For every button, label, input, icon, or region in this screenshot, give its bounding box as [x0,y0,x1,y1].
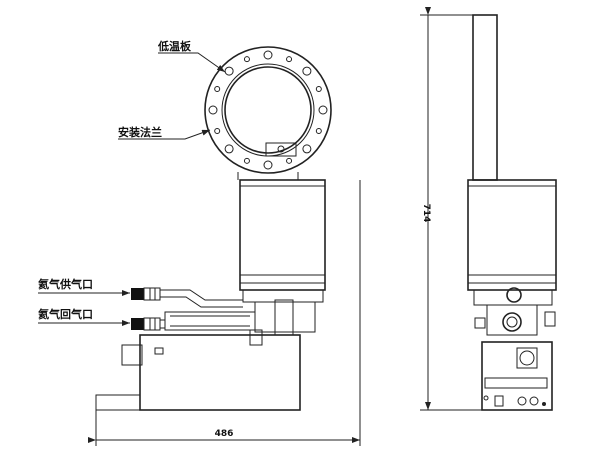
bolt-hole [224,66,234,76]
cryocooler-cylinder [239,179,326,291]
bolt-hole [214,85,221,92]
front-view [95,46,332,411]
return-connector [131,318,144,330]
side-view [467,14,557,411]
bolt-hole [302,144,312,154]
bolt-hole [263,160,273,170]
cold-plate-label: 低温板 [157,39,192,53]
supply-connector [131,288,144,300]
callout-helium-supply: 氦气供气口 [38,277,130,296]
callout-helium-return: 氦气回气口 [38,307,130,326]
bolt-hole [243,56,250,63]
mounting-flange-label: 安装法兰 [118,125,162,139]
bolt-hole [286,56,293,63]
bolt-hole [214,128,221,135]
control-box [95,334,301,411]
bolt-hole [263,50,273,60]
helium-supply-port-label: 氦气供气口 [38,277,93,291]
dimension-width: 486 [88,180,361,446]
bolt-hole [315,128,322,135]
dimension-height: 714 [420,7,482,411]
bolt-hole [318,105,328,115]
bolt-hole [302,66,312,76]
valve-mechanism [164,289,324,346]
bolt-hole [208,105,218,115]
width-dimension-label: 486 [215,429,234,439]
bolt-hole [315,85,322,92]
callout-cold-plate: 低温板 [157,39,226,73]
bolt-hole [224,144,234,154]
mounting-flange-graphic [204,46,332,180]
bolt-hole [243,157,250,164]
helium-return-port-label: 氦气回气口 [38,307,93,321]
height-dimension-label: 714 [421,204,431,223]
callout-mounting-flange: 安装法兰 [118,125,211,140]
hoses [131,287,243,331]
bolt-hole [286,157,293,164]
